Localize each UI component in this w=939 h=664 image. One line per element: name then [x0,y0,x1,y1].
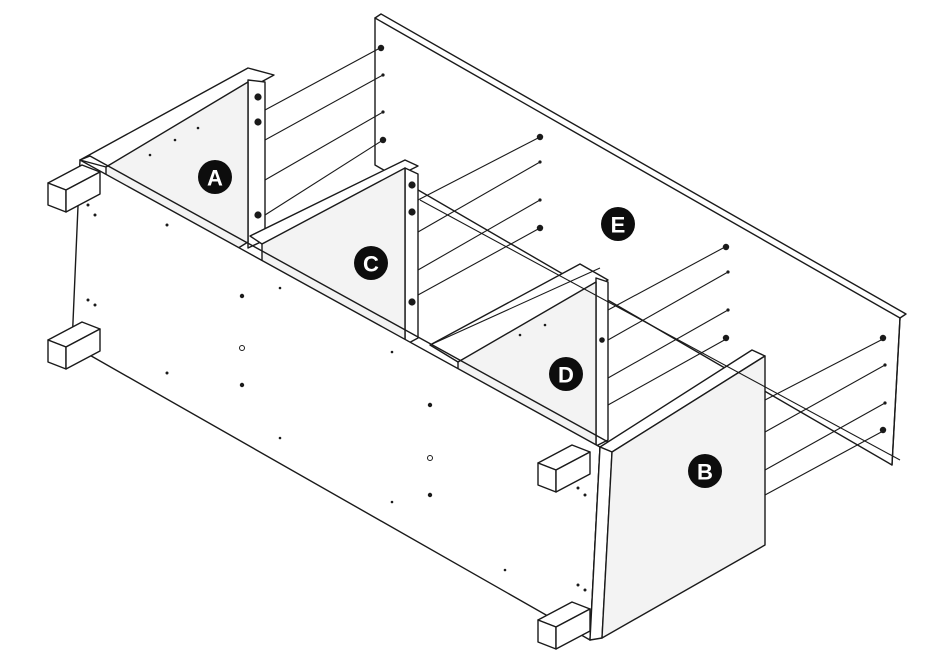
label-badge-b: B [688,454,722,488]
rods-d-e [607,246,729,406]
label-c: C [363,252,379,277]
foot-block-bottom-right [537,601,591,650]
rods-a-e [264,47,384,216]
label-badge-a: A [198,160,232,194]
guide-lines [419,199,901,461]
holes-front [86,203,587,592]
label-badge-d: D [549,357,583,391]
foot-block-top-right [537,444,591,493]
label-badge-e: E [601,207,635,241]
rods-c-e [417,136,541,296]
label-badge-c: C [354,246,388,280]
foot-block-top-left [47,164,101,213]
label-d: D [558,363,574,388]
label-b: B [697,460,713,485]
label-e: E [611,213,626,238]
panel-b [589,349,766,641]
foot-block-bottom-left [47,321,101,370]
holes-dividers [148,93,605,343]
label-a: A [207,166,223,191]
holes-panel-e [377,44,887,434]
